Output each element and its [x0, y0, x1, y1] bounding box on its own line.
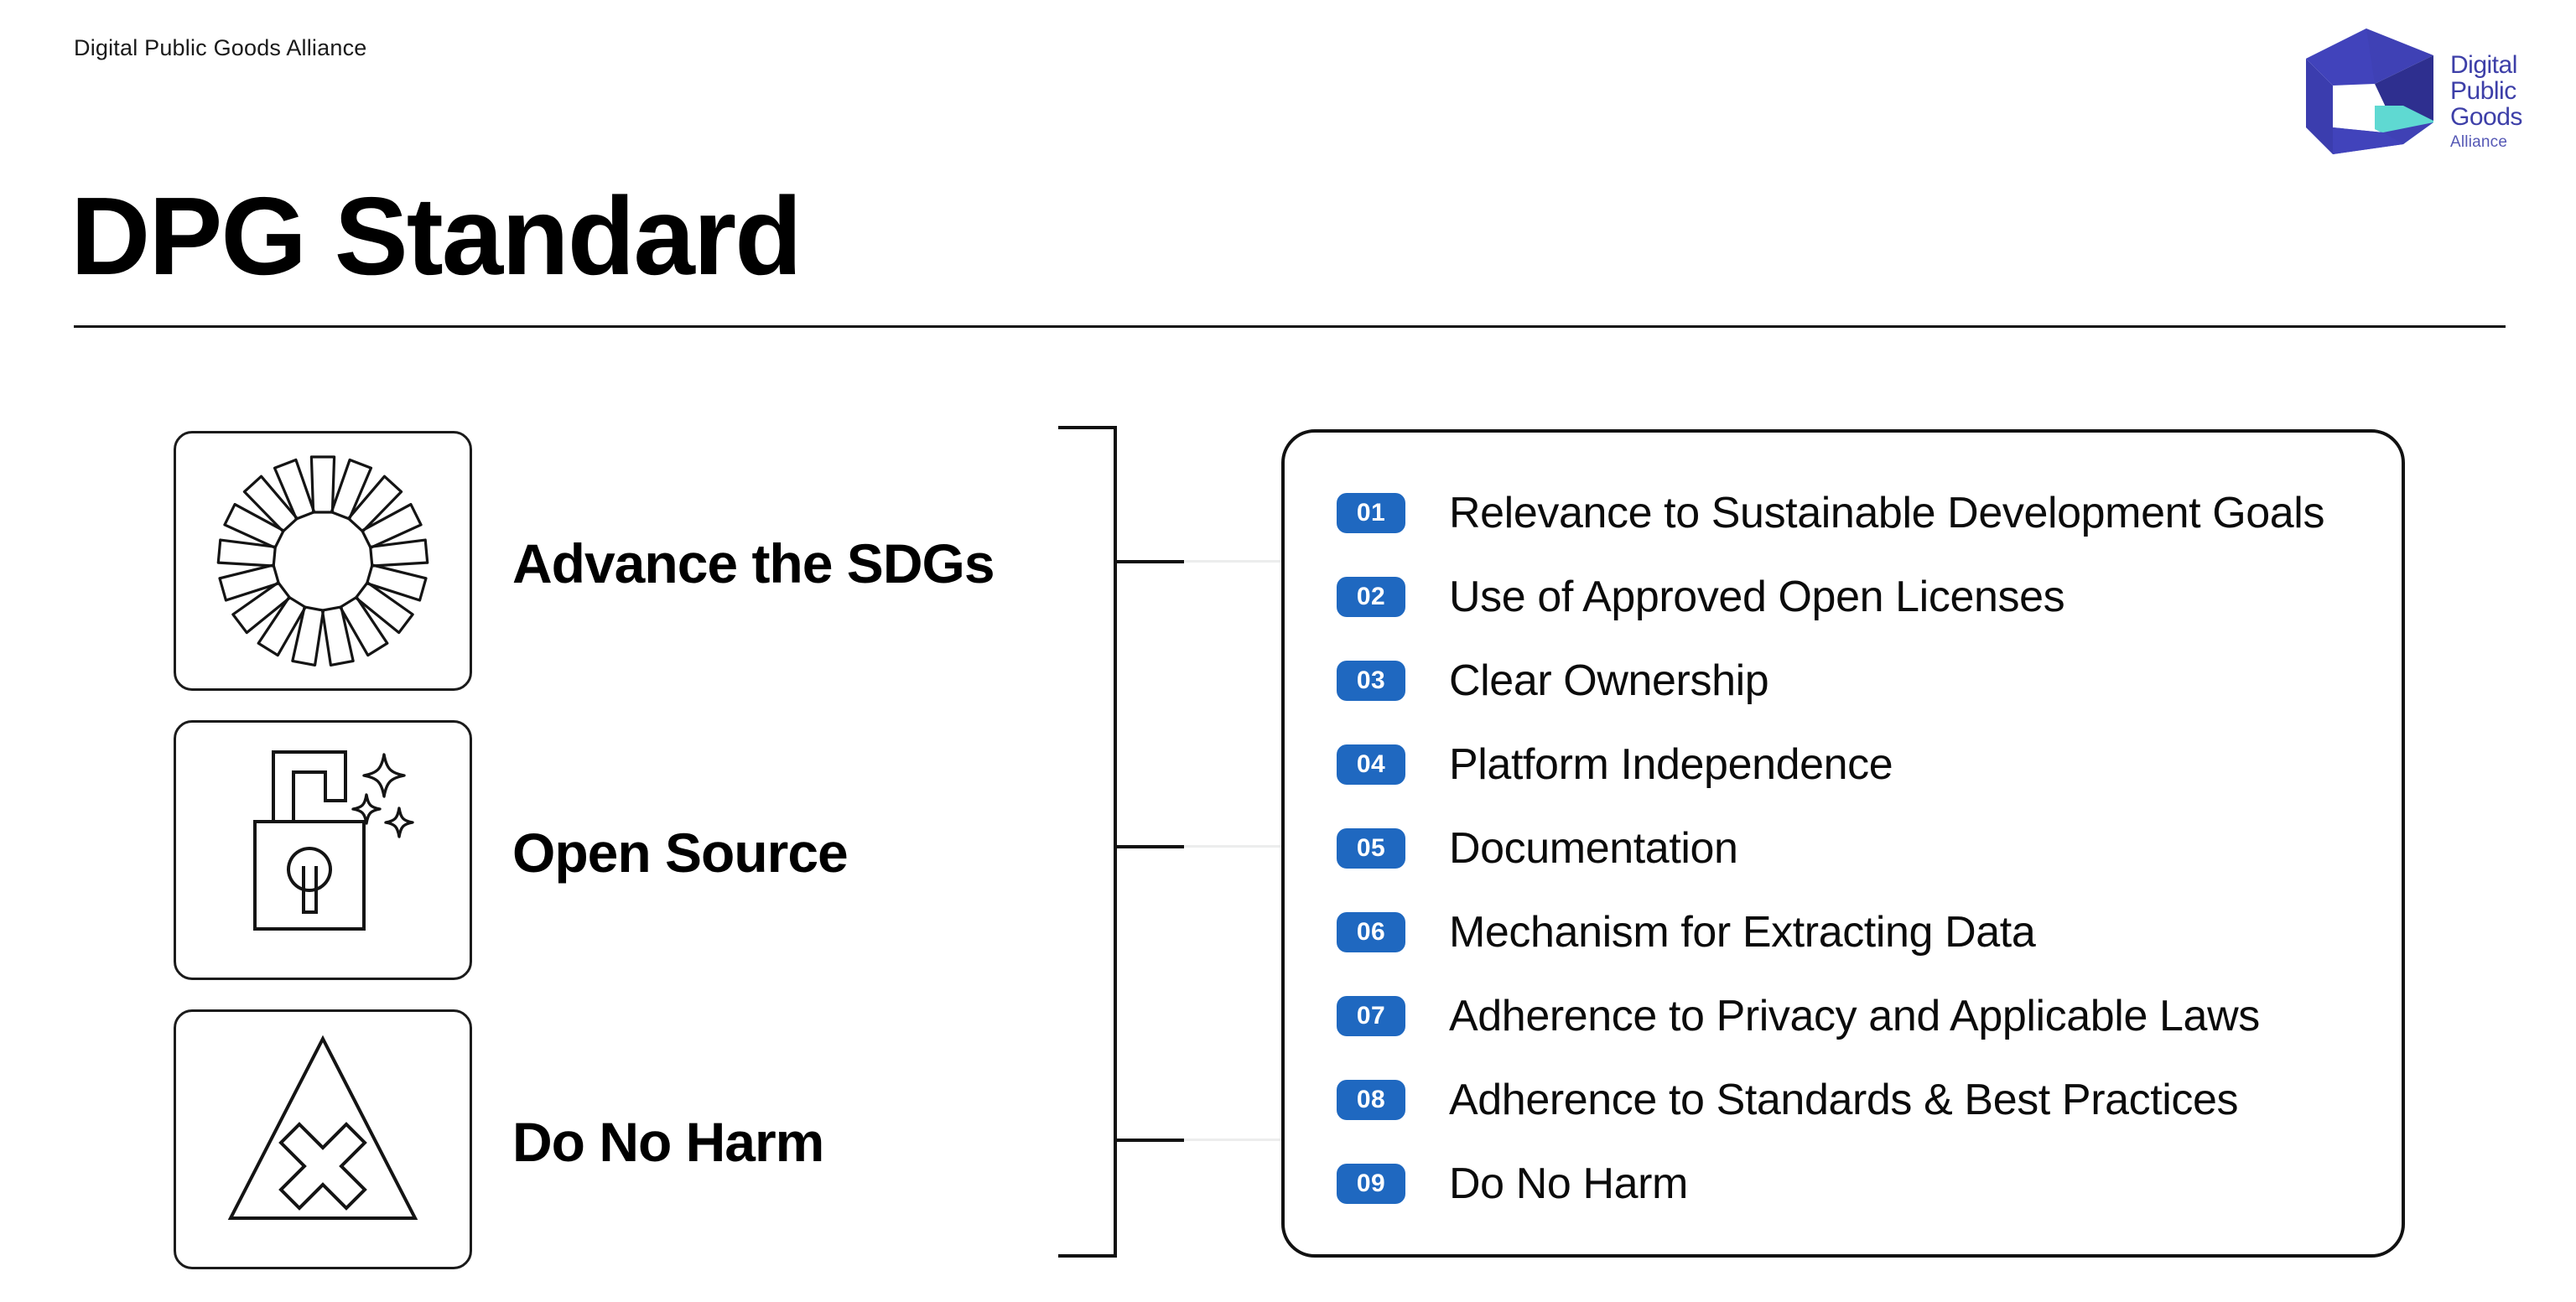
requirement-number-badge: 01: [1337, 493, 1405, 533]
requirement-label: Adherence to Standards & Best Practices: [1449, 1076, 2239, 1124]
requirement-label: Relevance to Sustainable Development Goa…: [1449, 489, 2325, 537]
requirement-row: 09 Do No Harm: [1337, 1142, 2368, 1226]
requirement-row: 08 Adherence to Standards & Best Practic…: [1337, 1058, 2368, 1142]
pillar-open-source: Open Source: [174, 720, 849, 985]
page-title: DPG Standard: [70, 174, 802, 298]
requirement-label: Do No Harm: [1449, 1159, 1688, 1208]
requirement-row: 05 Documentation: [1337, 807, 2368, 890]
open-padlock-sparkle-icon: [253, 750, 414, 931]
requirement-number-badge: 02: [1337, 577, 1405, 617]
requirements-panel: 01 Relevance to Sustainable Development …: [1281, 429, 2405, 1258]
requirement-label: Clear Ownership: [1449, 656, 1769, 705]
bracket-branch-open-source-extension: [1184, 845, 1283, 848]
dpga-logo-wordmark: Digital Public Goods Alliance: [2450, 51, 2559, 151]
dpga-cube-logo-icon: [2303, 23, 2437, 158]
bracket-branch-sdgs: [1115, 560, 1184, 563]
bracket-bottom-cap: [1058, 1254, 1117, 1258]
pillar-label: Advance the SDGs: [512, 532, 995, 594]
warning-triangle-x-icon: [227, 1035, 418, 1220]
requirement-row: 06 Mechanism for Extracting Data: [1337, 890, 2368, 974]
logo-line-public: Public: [2450, 76, 2516, 105]
requirement-number-badge: 06: [1337, 912, 1405, 952]
requirement-label: Documentation: [1449, 824, 1738, 873]
requirement-row: 01 Relevance to Sustainable Development …: [1337, 471, 2368, 555]
logo-line-goods: Goods: [2450, 102, 2522, 131]
requirement-number-badge: 07: [1337, 996, 1405, 1036]
dpga-logo: Digital Public Goods Alliance: [2303, 23, 2554, 162]
bracket-branch-do-no-harm: [1115, 1139, 1184, 1142]
requirement-row: 03 Clear Ownership: [1337, 639, 2368, 723]
pillar-label: Open Source: [512, 822, 849, 884]
requirement-number-badge: 05: [1337, 828, 1405, 869]
requirement-number-badge: 03: [1337, 661, 1405, 701]
pillar-icon-card: [174, 431, 472, 691]
requirement-label: Platform Independence: [1449, 740, 1893, 789]
bracket-branch-sdgs-extension: [1184, 560, 1283, 563]
requirement-number-badge: 08: [1337, 1080, 1405, 1120]
pillar-label: Do No Harm: [512, 1111, 824, 1173]
pillar-advance-the-sdgs: Advance the SDGs: [174, 431, 995, 696]
bracket-top-cap: [1058, 426, 1117, 429]
requirement-number-badge: 04: [1337, 744, 1405, 785]
requirement-label: Use of Approved Open Licenses: [1449, 573, 2065, 621]
pillar-icon-card: [174, 720, 472, 980]
title-divider: [74, 325, 2506, 328]
requirement-row: 04 Platform Independence: [1337, 723, 2368, 807]
bracket-vertical-line: [1114, 426, 1117, 1258]
requirement-label: Mechanism for Extracting Data: [1449, 908, 2036, 957]
pillar-do-no-harm: Do No Harm: [174, 1009, 824, 1274]
logo-line-alliance: Alliance: [2450, 132, 2508, 151]
organization-kicker: Digital Public Goods Alliance: [74, 35, 367, 60]
pillar-icon-card: [174, 1009, 472, 1269]
requirement-number-badge: 09: [1337, 1164, 1405, 1204]
requirement-row: 07 Adherence to Privacy and Applicable L…: [1337, 974, 2368, 1058]
logo-line-digital: Digital: [2450, 51, 2517, 79]
grouping-bracket: [1058, 426, 1117, 1258]
requirements-list: 01 Relevance to Sustainable Development …: [1337, 471, 2368, 1226]
requirement-row: 02 Use of Approved Open Licenses: [1337, 555, 2368, 639]
requirement-label: Adherence to Privacy and Applicable Laws: [1449, 992, 2260, 1040]
bracket-branch-open-source: [1115, 845, 1184, 848]
sdg-wheel-icon: [216, 455, 429, 667]
bracket-branch-do-no-harm-extension: [1184, 1139, 1283, 1141]
